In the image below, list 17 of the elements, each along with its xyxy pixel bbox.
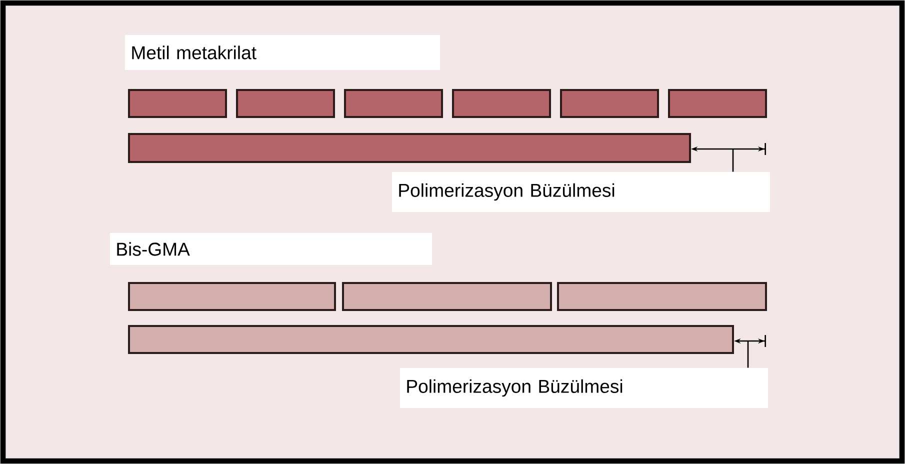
caption-box: Polimerizasyon Büzülmesi <box>392 172 770 212</box>
short-bar <box>236 89 335 118</box>
short-bar <box>668 89 767 118</box>
caption-box: Polimerizasyon Büzülmesi <box>400 368 768 408</box>
leader-line <box>747 341 749 368</box>
short-bar <box>342 282 552 311</box>
heading-box: Metil metakrilat <box>125 35 440 70</box>
short-bar <box>452 89 551 118</box>
short-bar <box>557 282 767 311</box>
short-bar <box>128 89 227 118</box>
leader-line <box>732 149 734 172</box>
short-bar <box>560 89 659 118</box>
long-bar <box>128 133 691 163</box>
long-bar <box>128 325 734 354</box>
short-bar <box>344 89 443 118</box>
short-bar <box>128 282 336 311</box>
heading-box: Bis-GMA <box>110 233 432 265</box>
